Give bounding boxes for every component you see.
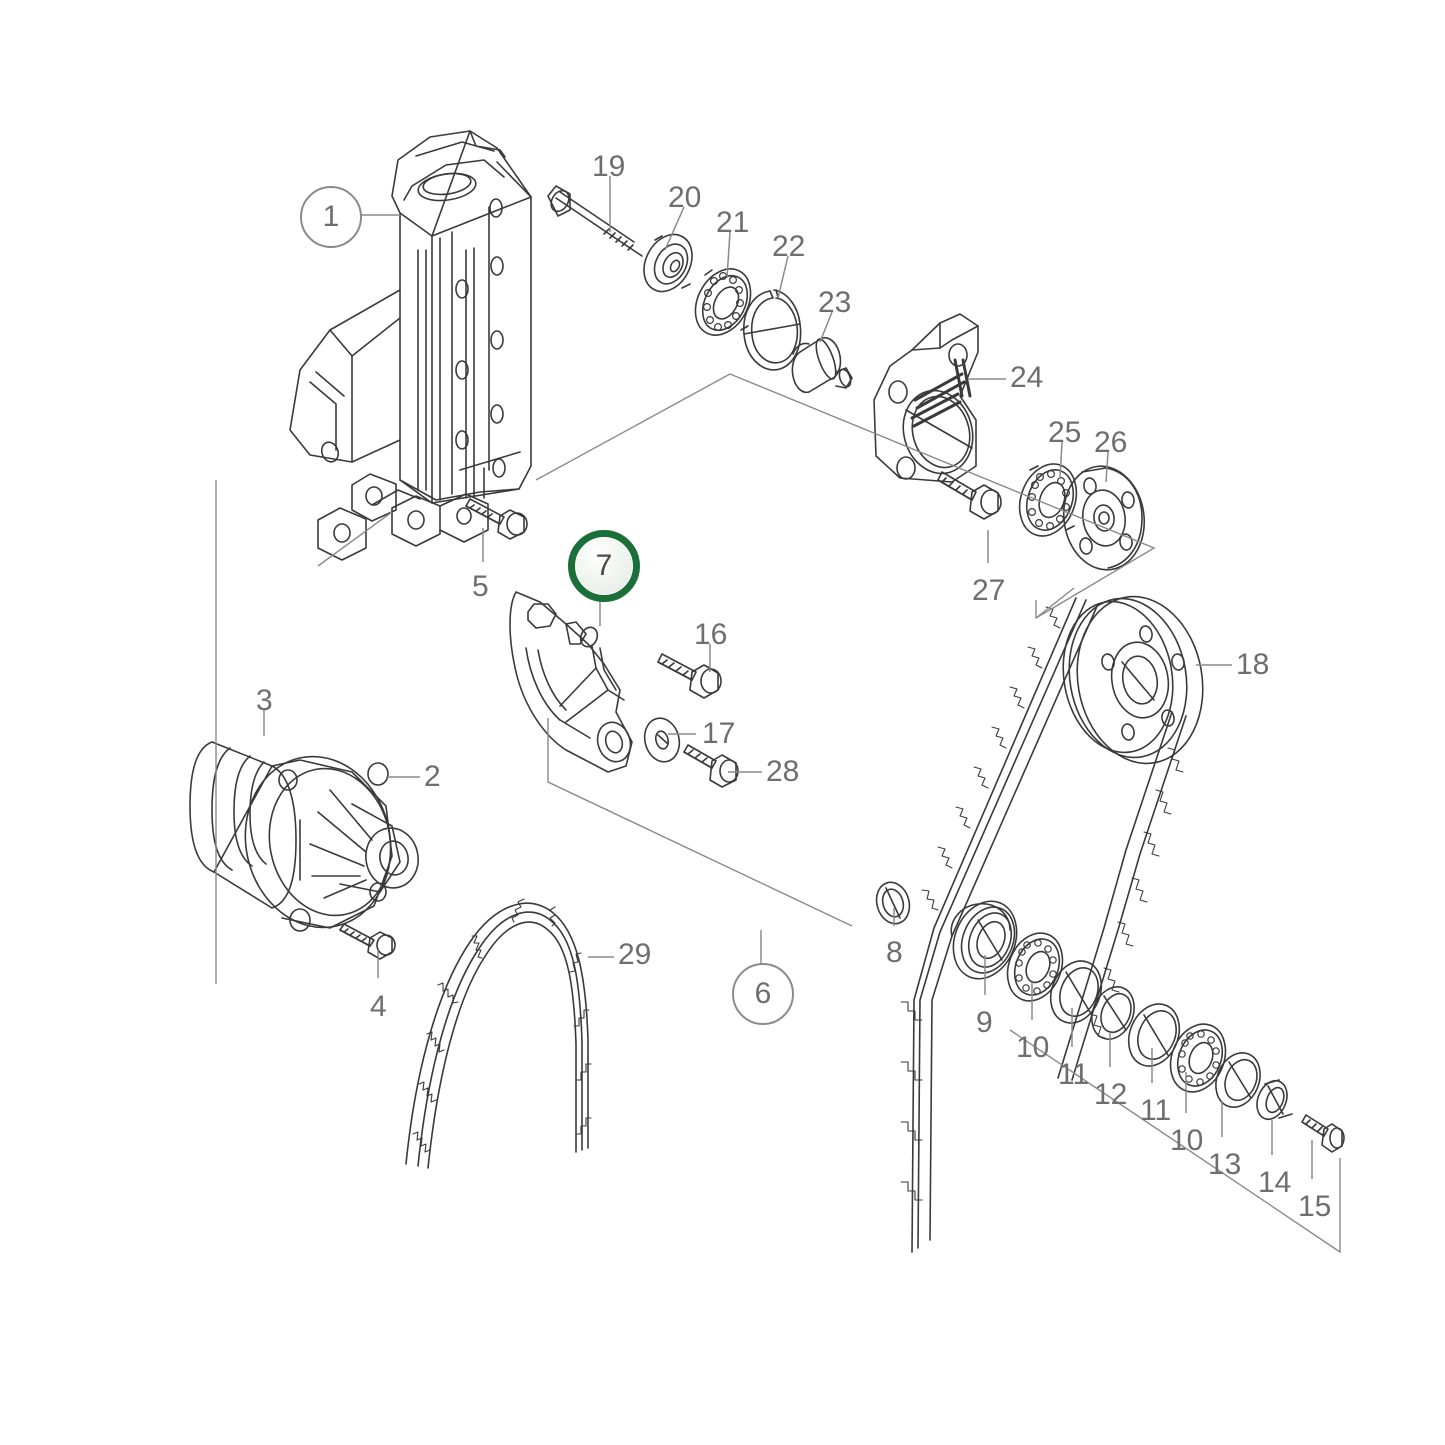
part-25-ball-bearing bbox=[1018, 463, 1078, 537]
callout-label-c10b[interactable]: 10 bbox=[1170, 1124, 1204, 1157]
callout-label-c15[interactable]: 15 bbox=[1298, 1190, 1332, 1223]
callout-label-c22[interactable]: 22 bbox=[772, 230, 806, 263]
callout-label-c11b[interactable]: 11 bbox=[1140, 1094, 1172, 1127]
callout-label-c29[interactable]: 29 bbox=[618, 938, 652, 971]
part-29-timing-belt-loose bbox=[405, 898, 592, 1169]
grouping-brackets bbox=[215, 373, 1341, 1254]
part-28-flange-bolt-short bbox=[683, 744, 739, 788]
callout-label-c24[interactable]: 24 bbox=[1010, 361, 1044, 394]
callout-label-c26[interactable]: 26 bbox=[1094, 426, 1128, 459]
leader-line-22 bbox=[777, 255, 789, 299]
leader-line-26 bbox=[1105, 451, 1109, 483]
part-18-toothed-drive-pulley bbox=[1062, 595, 1204, 765]
part-16-flange-bolt bbox=[657, 653, 722, 699]
part-9-idler-pulley bbox=[952, 900, 1018, 980]
callout-label-c27[interactable]: 27 bbox=[972, 574, 1006, 607]
part-10-ball-bearing-a bbox=[1006, 932, 1064, 1002]
callout-label-c12[interactable]: 12 bbox=[1094, 1078, 1128, 1111]
part-24-tensioner-arm-bracket bbox=[873, 313, 979, 483]
leader-line-25 bbox=[1059, 441, 1063, 479]
callout-label-c3[interactable]: 3 bbox=[256, 684, 273, 717]
part-7-belt-tensioner-bracket bbox=[509, 591, 633, 773]
callout-label-c25[interactable]: 25 bbox=[1048, 416, 1082, 449]
leader-line-23 bbox=[819, 311, 833, 343]
callout-label-c20[interactable]: 20 bbox=[668, 181, 702, 214]
callout-label-c18[interactable]: 18 bbox=[1236, 648, 1270, 681]
part-15-retaining-bolt bbox=[1301, 1114, 1345, 1153]
part-4-bolt bbox=[339, 923, 396, 960]
leader-line-20 bbox=[664, 206, 685, 251]
callout-label-c2[interactable]: 2 bbox=[424, 760, 441, 793]
callout-label-c5[interactable]: 5 bbox=[472, 570, 489, 603]
callout-label-c8[interactable]: 8 bbox=[886, 936, 903, 969]
part-12-inner-spacer bbox=[1091, 986, 1135, 1040]
callout-label-c13[interactable]: 13 bbox=[1208, 1148, 1242, 1181]
callout-leader-lines bbox=[263, 176, 1313, 1179]
leader-line-21 bbox=[726, 231, 731, 279]
callout-badge-1[interactable]: 1 bbox=[300, 186, 362, 248]
part-8-o-ring bbox=[875, 881, 911, 925]
callout-label-c28[interactable]: 28 bbox=[766, 755, 800, 788]
part-20-sealing-washer bbox=[643, 233, 693, 293]
callout-label-c16[interactable]: 16 bbox=[694, 618, 728, 651]
part-11-spacer-ring-a bbox=[1049, 960, 1103, 1024]
callout-label-c10a[interactable]: 10 bbox=[1016, 1031, 1050, 1064]
callout-label-c11a[interactable]: 11 bbox=[1058, 1058, 1090, 1091]
part-10-ball-bearing-b bbox=[1169, 1023, 1227, 1093]
part-17-flat-washer bbox=[643, 717, 681, 763]
part-5-bolt bbox=[465, 498, 528, 540]
callout-label-c14[interactable]: 14 bbox=[1258, 1166, 1292, 1199]
part-27-hex-bolt bbox=[937, 471, 1002, 520]
callout-label-c23[interactable]: 23 bbox=[818, 286, 852, 319]
part-14-bushing bbox=[1256, 1079, 1293, 1121]
part-21-ball-bearing bbox=[694, 268, 752, 336]
part-3-pump-barrel bbox=[189, 741, 297, 909]
part-22-snap-ring bbox=[743, 289, 802, 371]
part-13-washer-ring bbox=[1215, 1052, 1261, 1108]
part-11-spacer-ring-b bbox=[1127, 1003, 1181, 1067]
callout-label-c21[interactable]: 21 bbox=[716, 206, 750, 239]
callout-label-c17[interactable]: 17 bbox=[702, 717, 736, 750]
callout-label-c9[interactable]: 9 bbox=[976, 1006, 993, 1039]
callout-badge-6[interactable]: 6 bbox=[732, 963, 794, 1025]
callout-label-c4[interactable]: 4 bbox=[370, 990, 387, 1023]
part-1-timing-case-housing bbox=[289, 130, 532, 561]
callout-label-c19[interactable]: 19 bbox=[592, 150, 626, 183]
timing-belt-installed bbox=[900, 597, 1187, 1253]
highlighted-callout-badge-7[interactable]: 7 bbox=[568, 530, 640, 602]
part-26-pulley-hub-flange bbox=[1062, 465, 1146, 571]
part-2-water-pump-body bbox=[244, 755, 419, 932]
part-19-long-bolt bbox=[547, 185, 643, 257]
part-23-stud-spacer bbox=[791, 336, 853, 394]
